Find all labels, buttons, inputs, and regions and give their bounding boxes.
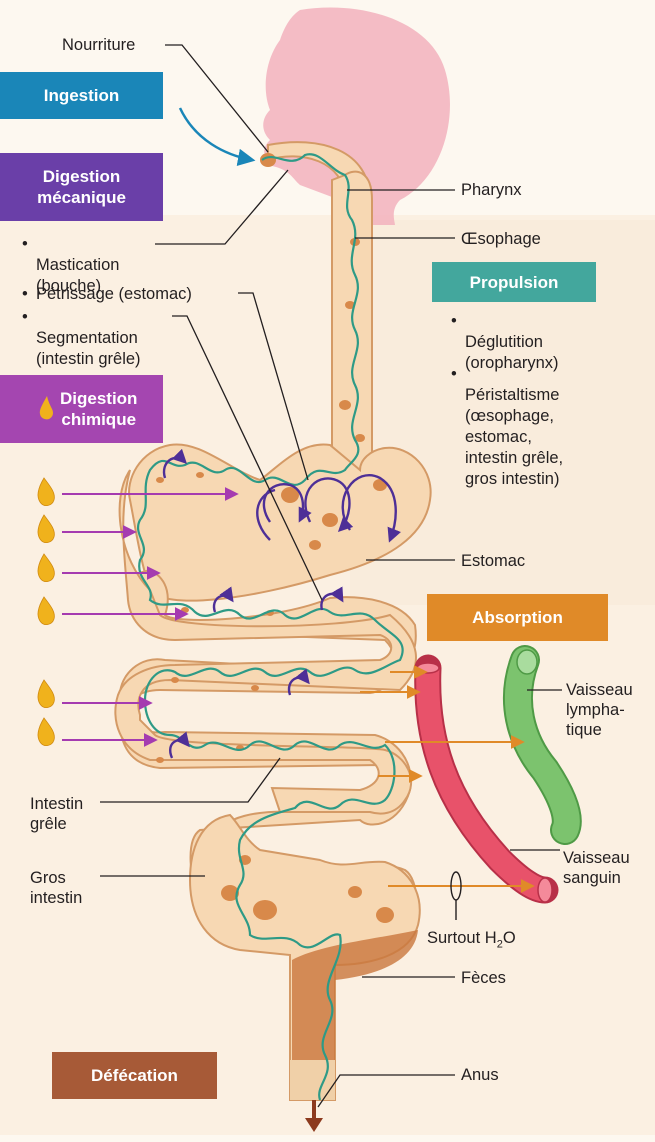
feces-mass <box>292 930 418 1060</box>
label-anus: Anus <box>461 1066 499 1084</box>
label-pharynx: Pharynx <box>461 181 522 199</box>
absorption-arrows <box>360 665 535 893</box>
enzyme-drop-icon <box>39 396 53 420</box>
small-intestine-upper <box>114 469 417 815</box>
label-estomac: Estomac <box>461 552 526 570</box>
ingestion-arrow <box>178 107 256 167</box>
blood-vessel-opening <box>537 877 553 903</box>
anus-arrow <box>305 1100 323 1132</box>
label-vaisseau-lymphatique: Vaisseau lympha- tique <box>566 681 633 739</box>
enzyme-arrows <box>62 487 239 747</box>
leader-lines <box>100 44 562 1108</box>
label-surtout-h2o: Surtout H2O <box>427 929 516 951</box>
rectum <box>290 1060 335 1100</box>
food-particles <box>156 153 394 923</box>
digestion-mecanique-label: Digestion mécanique <box>37 167 126 207</box>
ingestion-label: Ingestion <box>43 86 120 105</box>
propulsion-label: Propulsion <box>469 272 559 292</box>
label-gros-intestin: Gros intestin <box>30 869 83 907</box>
mechanical-item-segmentation: •Segmentation (intestin grêle) <box>22 308 141 368</box>
propulsion-box: Propulsion <box>432 262 596 302</box>
ingestion-box: Ingestion <box>0 72 163 119</box>
digestion-chimique-box: Digestion chimique <box>0 375 163 443</box>
peristalsis-line <box>137 153 404 1101</box>
propulsion-item-deglutition: •Déglutition (oropharynx) <box>451 312 559 372</box>
segmentation-arrows <box>162 448 401 759</box>
defecation-label: Défécation <box>91 1066 178 1085</box>
label-intestin-grele: Intestin grêle <box>30 795 84 833</box>
enzyme-drops <box>37 477 55 746</box>
digestion-mecanique-box: Digestion mécanique <box>0 153 163 221</box>
absorption-label: Absorption <box>472 608 563 627</box>
label-oesophage: Œsophage <box>461 230 541 248</box>
mechanical-item-mastication: •Mastication (bouche) <box>22 235 120 295</box>
head-silhouette <box>263 7 450 225</box>
label-feces: Fèces <box>461 969 506 987</box>
label-nourriture: Nourriture <box>62 36 136 54</box>
defecation-box: Défécation <box>52 1052 217 1099</box>
mechanical-item-petrissage: •Pétrissage (estomac) <box>22 285 192 303</box>
absorption-box: Absorption <box>427 594 608 641</box>
propulsion-item-peristaltisme: •Péristaltisme (œsophage, estomac, intes… <box>451 365 564 488</box>
digestion-chimique-label: Digestion chimique <box>60 389 138 429</box>
label-vaisseau-sanguin: Vaisseau sanguin <box>563 849 630 887</box>
